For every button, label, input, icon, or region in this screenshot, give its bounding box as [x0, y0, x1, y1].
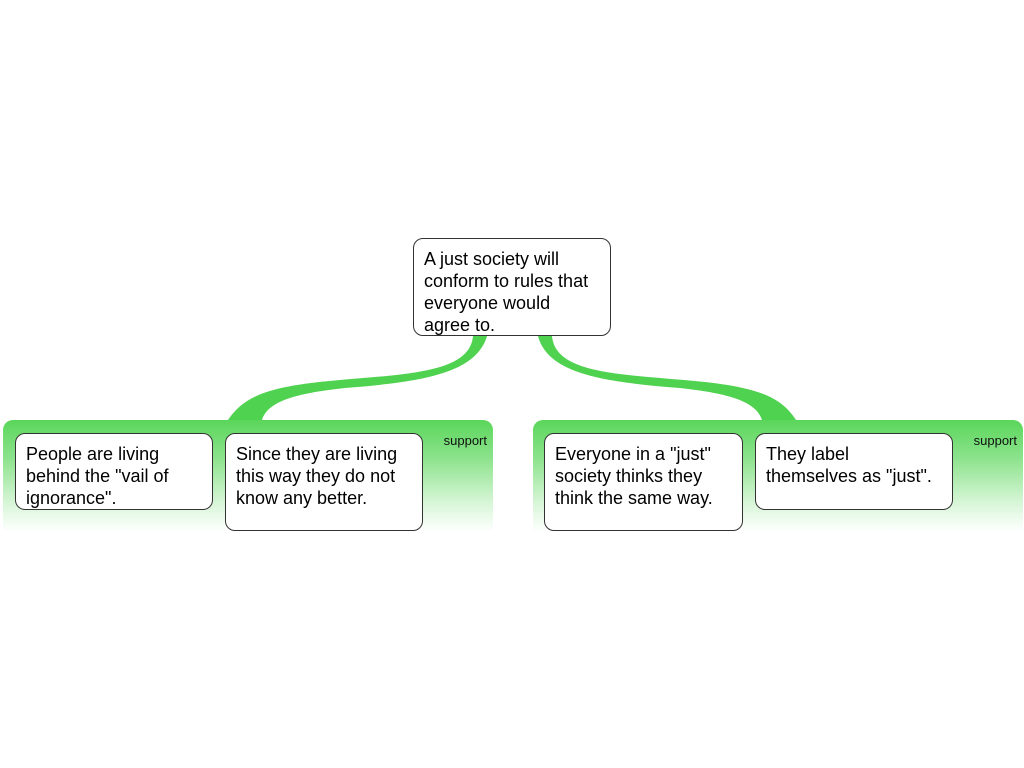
premise-box[interactable]: They label themselves as "just". [755, 433, 953, 510]
support-link-left [228, 336, 487, 420]
premise-box[interactable]: People are living behind the "vail of ig… [15, 433, 213, 510]
premise-box[interactable]: Since they are living this way they do n… [225, 433, 423, 531]
support-group-label: support [443, 433, 487, 448]
premise-box[interactable]: Everyone in a "just" society thinks they… [544, 433, 743, 531]
support-link-right [538, 336, 796, 420]
main-claim-box[interactable]: A just society will conform to rules tha… [413, 238, 611, 336]
support-group-label: support [973, 433, 1017, 448]
